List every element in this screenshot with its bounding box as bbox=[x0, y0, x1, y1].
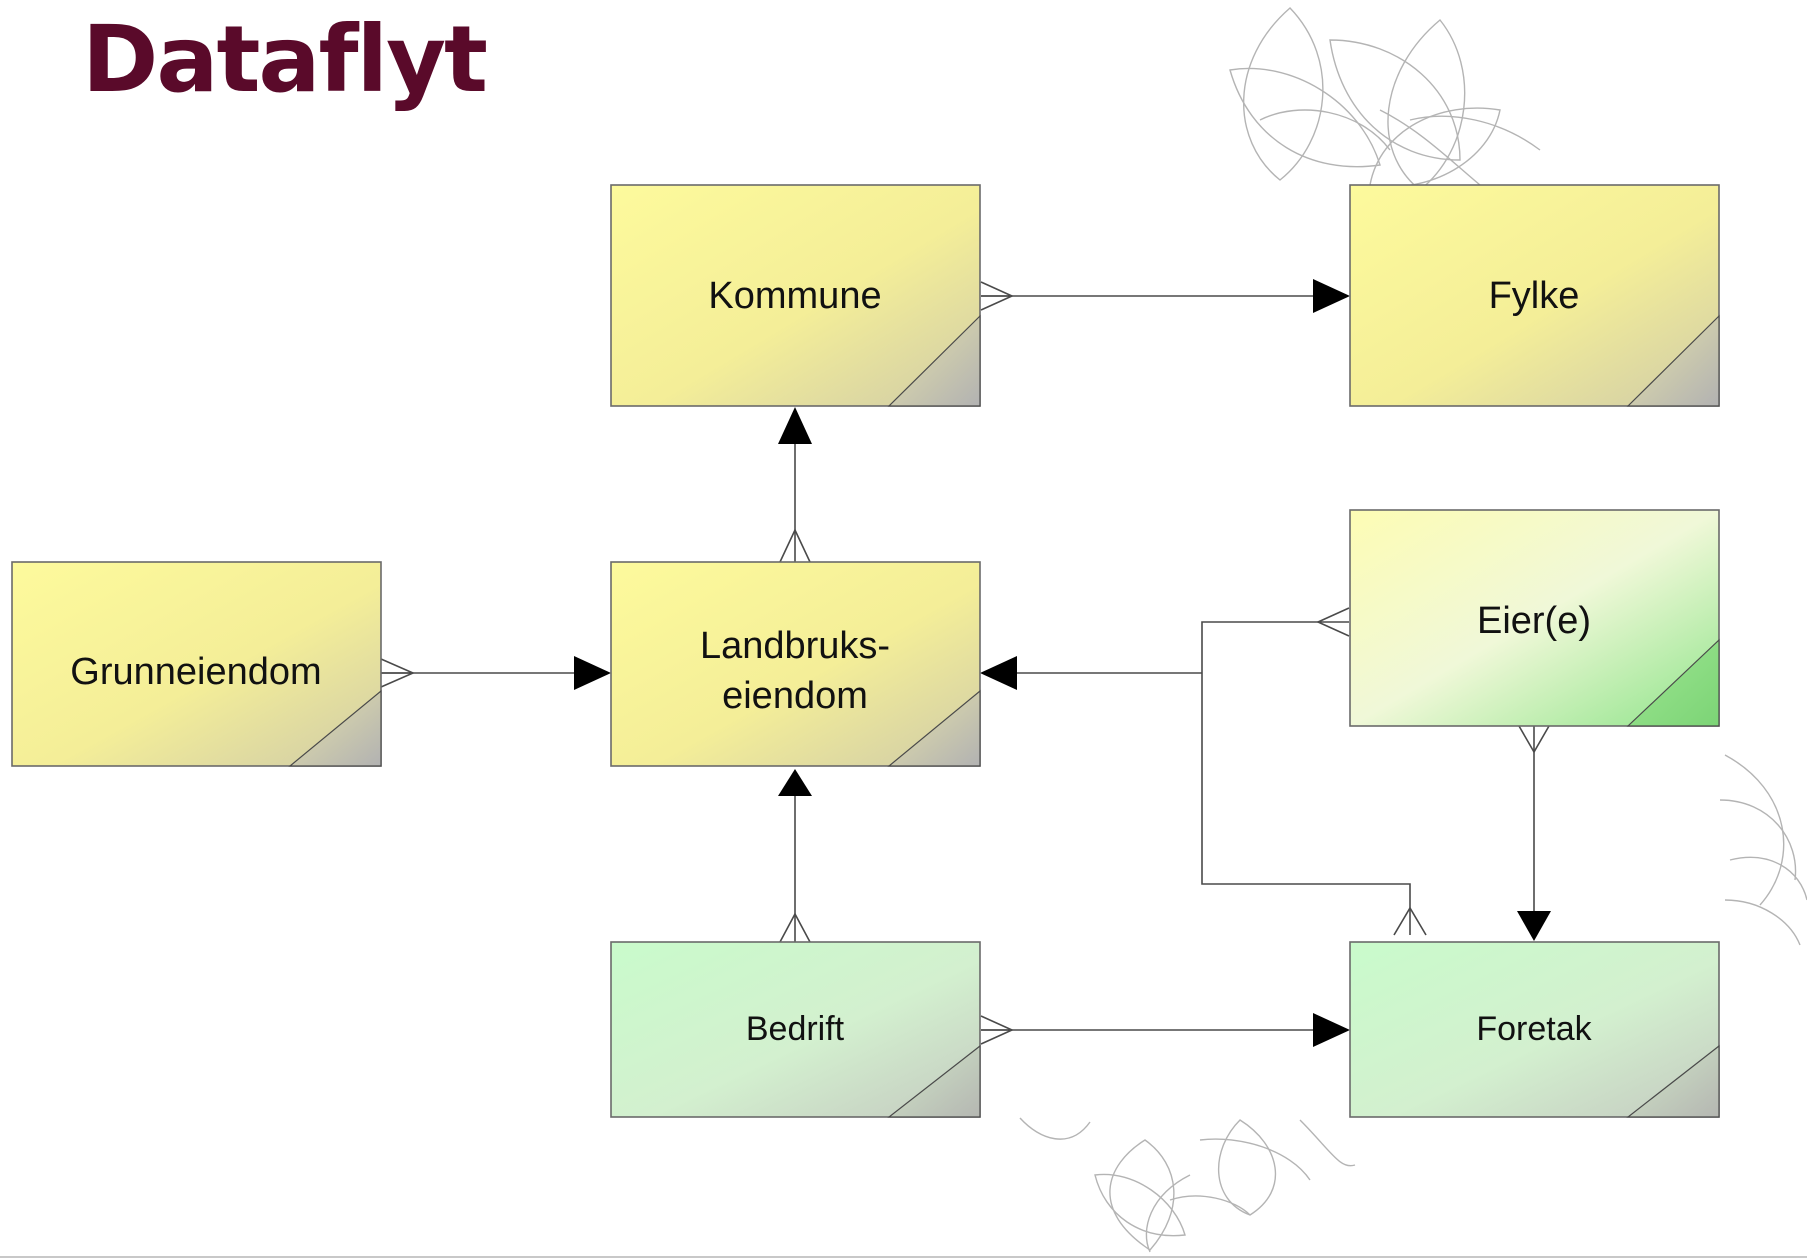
node-label-foretak: Foretak bbox=[1476, 1010, 1592, 1048]
node-eier: Eier(e) bbox=[1349, 509, 1720, 727]
arrowhead-kommune bbox=[778, 407, 812, 444]
crows-foot-eier-left bbox=[1316, 607, 1350, 637]
footer-divider bbox=[0, 1256, 1807, 1258]
node-label-landbrukseiendom-line1: Landbruks- bbox=[700, 625, 890, 667]
decorative-ornament-bottom bbox=[1019, 1117, 1356, 1253]
crows-foot-eier-bottom bbox=[1518, 725, 1550, 754]
node-grunneiendom: Grunneiendom bbox=[11, 561, 382, 767]
arrowheads bbox=[574, 279, 1551, 1047]
arrowhead-landbrukseiendom-left bbox=[574, 656, 611, 690]
arrowhead-foretak-top bbox=[1517, 911, 1551, 941]
decorative-ornament-top-right bbox=[1229, 7, 1541, 191]
crows-foot-grunneiendom bbox=[380, 658, 415, 688]
arrowhead-fylke bbox=[1313, 279, 1350, 313]
node-landbrukseiendom: Landbruks- eiendom bbox=[610, 561, 981, 767]
edge-eier-junction bbox=[1201, 621, 1411, 935]
decorative-ornament-right-edge bbox=[1719, 754, 1807, 946]
connectors bbox=[380, 281, 1550, 1045]
node-label-kommune: Kommune bbox=[708, 275, 881, 317]
node-bedrift: Bedrift bbox=[610, 941, 981, 1118]
node-label-grunneiendom: Grunneiendom bbox=[70, 651, 321, 693]
crows-foot-bedrift-top bbox=[779, 912, 811, 943]
crows-foot-kommune bbox=[980, 281, 1014, 311]
node-label-bedrift: Bedrift bbox=[746, 1010, 845, 1048]
crows-foot-bedrift-right bbox=[980, 1015, 1014, 1045]
node-foretak: Foretak bbox=[1349, 941, 1720, 1118]
node-fylke: Fylke bbox=[1349, 184, 1720, 407]
node-label-fylke: Fylke bbox=[1489, 275, 1580, 317]
node-label-landbrukseiendom-line2: eiendom bbox=[722, 675, 868, 717]
page-title: Dataflyt bbox=[82, 6, 488, 113]
arrowhead-landbrukseiendom-bottom bbox=[778, 769, 812, 796]
arrowhead-landbrukseiendom-right bbox=[980, 656, 1017, 690]
crows-foot-landbrukseiendom-top bbox=[779, 528, 811, 563]
arrowhead-foretak-left bbox=[1313, 1013, 1350, 1047]
node-kommune: Kommune bbox=[610, 184, 981, 407]
crows-foot-foretak-top bbox=[1393, 906, 1427, 936]
node-label-eier: Eier(e) bbox=[1477, 600, 1591, 642]
